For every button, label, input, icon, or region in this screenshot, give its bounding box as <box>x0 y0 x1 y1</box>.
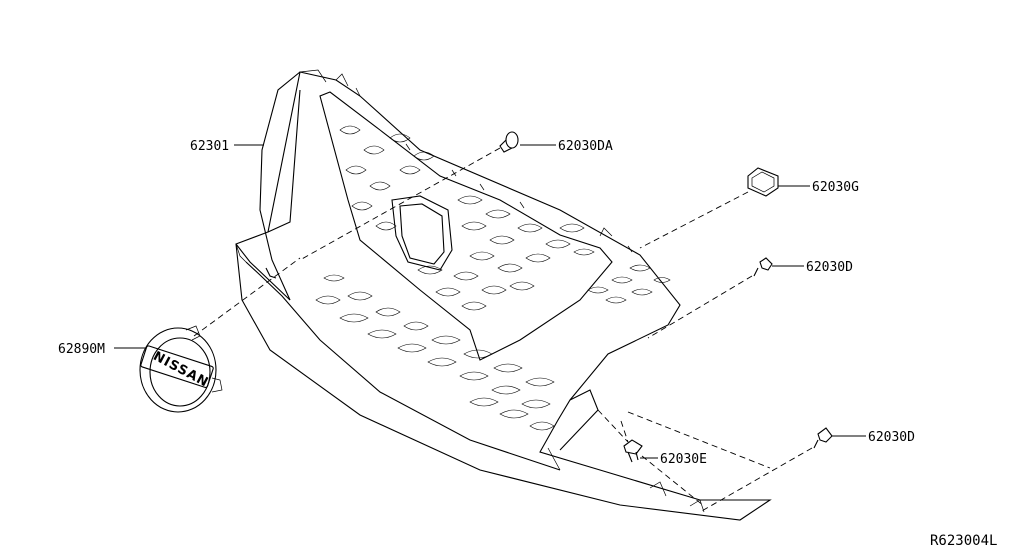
screw-62030D-upper <box>753 257 773 277</box>
leader-lines <box>114 144 866 459</box>
dashed-installation-lines <box>193 147 813 513</box>
upper-mesh <box>339 125 595 311</box>
callout-62030G: 62030G <box>812 180 859 195</box>
front-grille-assembly <box>235 69 772 521</box>
callout-62030D-upper: 62030D <box>806 260 853 275</box>
clip-62030E <box>623 439 643 463</box>
callout-62030D-lower: 62030D <box>868 430 915 445</box>
callout-62030E: 62030E <box>660 452 707 467</box>
side-mesh-right <box>587 264 671 304</box>
clip-62030DA <box>499 131 519 153</box>
callout-62301: 62301 <box>190 139 229 154</box>
callout-62030DA: 62030DA <box>558 139 613 154</box>
bracket-62030G <box>747 167 779 197</box>
callout-62890M: 62890M <box>58 342 105 357</box>
part-callouts: 62301 62030DA 62030G 62030D 62890M 62030… <box>58 139 915 467</box>
diagram-reference-code: R623004L <box>930 533 997 549</box>
screw-62030D-lower <box>813 427 833 449</box>
lower-mesh <box>315 274 555 431</box>
emblem: NISSAN <box>139 325 223 413</box>
emblem-wordmark: NISSAN <box>150 349 211 391</box>
